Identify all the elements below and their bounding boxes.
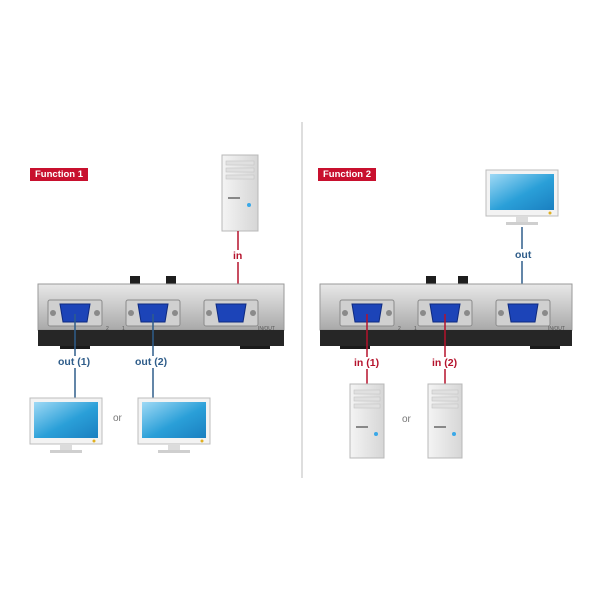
port-label: 2 <box>106 326 109 332</box>
monitor-icon <box>137 397 211 453</box>
vga-port-icon <box>47 299 103 327</box>
function-2-badge: Function 2 <box>318 168 377 181</box>
port-label: IN/OUT <box>548 326 565 332</box>
input-label: in <box>232 250 244 262</box>
or-separator: or <box>113 413 122 424</box>
input-label-1: in (1) <box>352 357 382 369</box>
port-label: 1 <box>414 326 417 332</box>
input-label-2: in (2) <box>430 357 460 369</box>
computer-tower-icon <box>349 383 385 459</box>
port-label: IN/OUT <box>258 326 275 332</box>
port-label: 2 <box>398 326 401 332</box>
vga-port-icon <box>203 299 259 327</box>
or-separator: or <box>402 414 411 425</box>
output-label: out <box>513 249 534 261</box>
vga-port-icon <box>125 299 181 327</box>
vga-port-icon <box>417 299 473 327</box>
monitor-icon <box>485 169 559 225</box>
output-label-2: out (2) <box>133 356 170 368</box>
function-1-badge: Function 1 <box>30 168 89 181</box>
port-label: 1 <box>122 326 125 332</box>
computer-tower-icon <box>221 154 259 232</box>
computer-tower-icon <box>427 383 463 459</box>
vga-port-icon <box>495 299 551 327</box>
vga-port-icon <box>339 299 395 327</box>
output-label-1: out (1) <box>56 356 93 368</box>
monitor-icon <box>29 397 103 453</box>
